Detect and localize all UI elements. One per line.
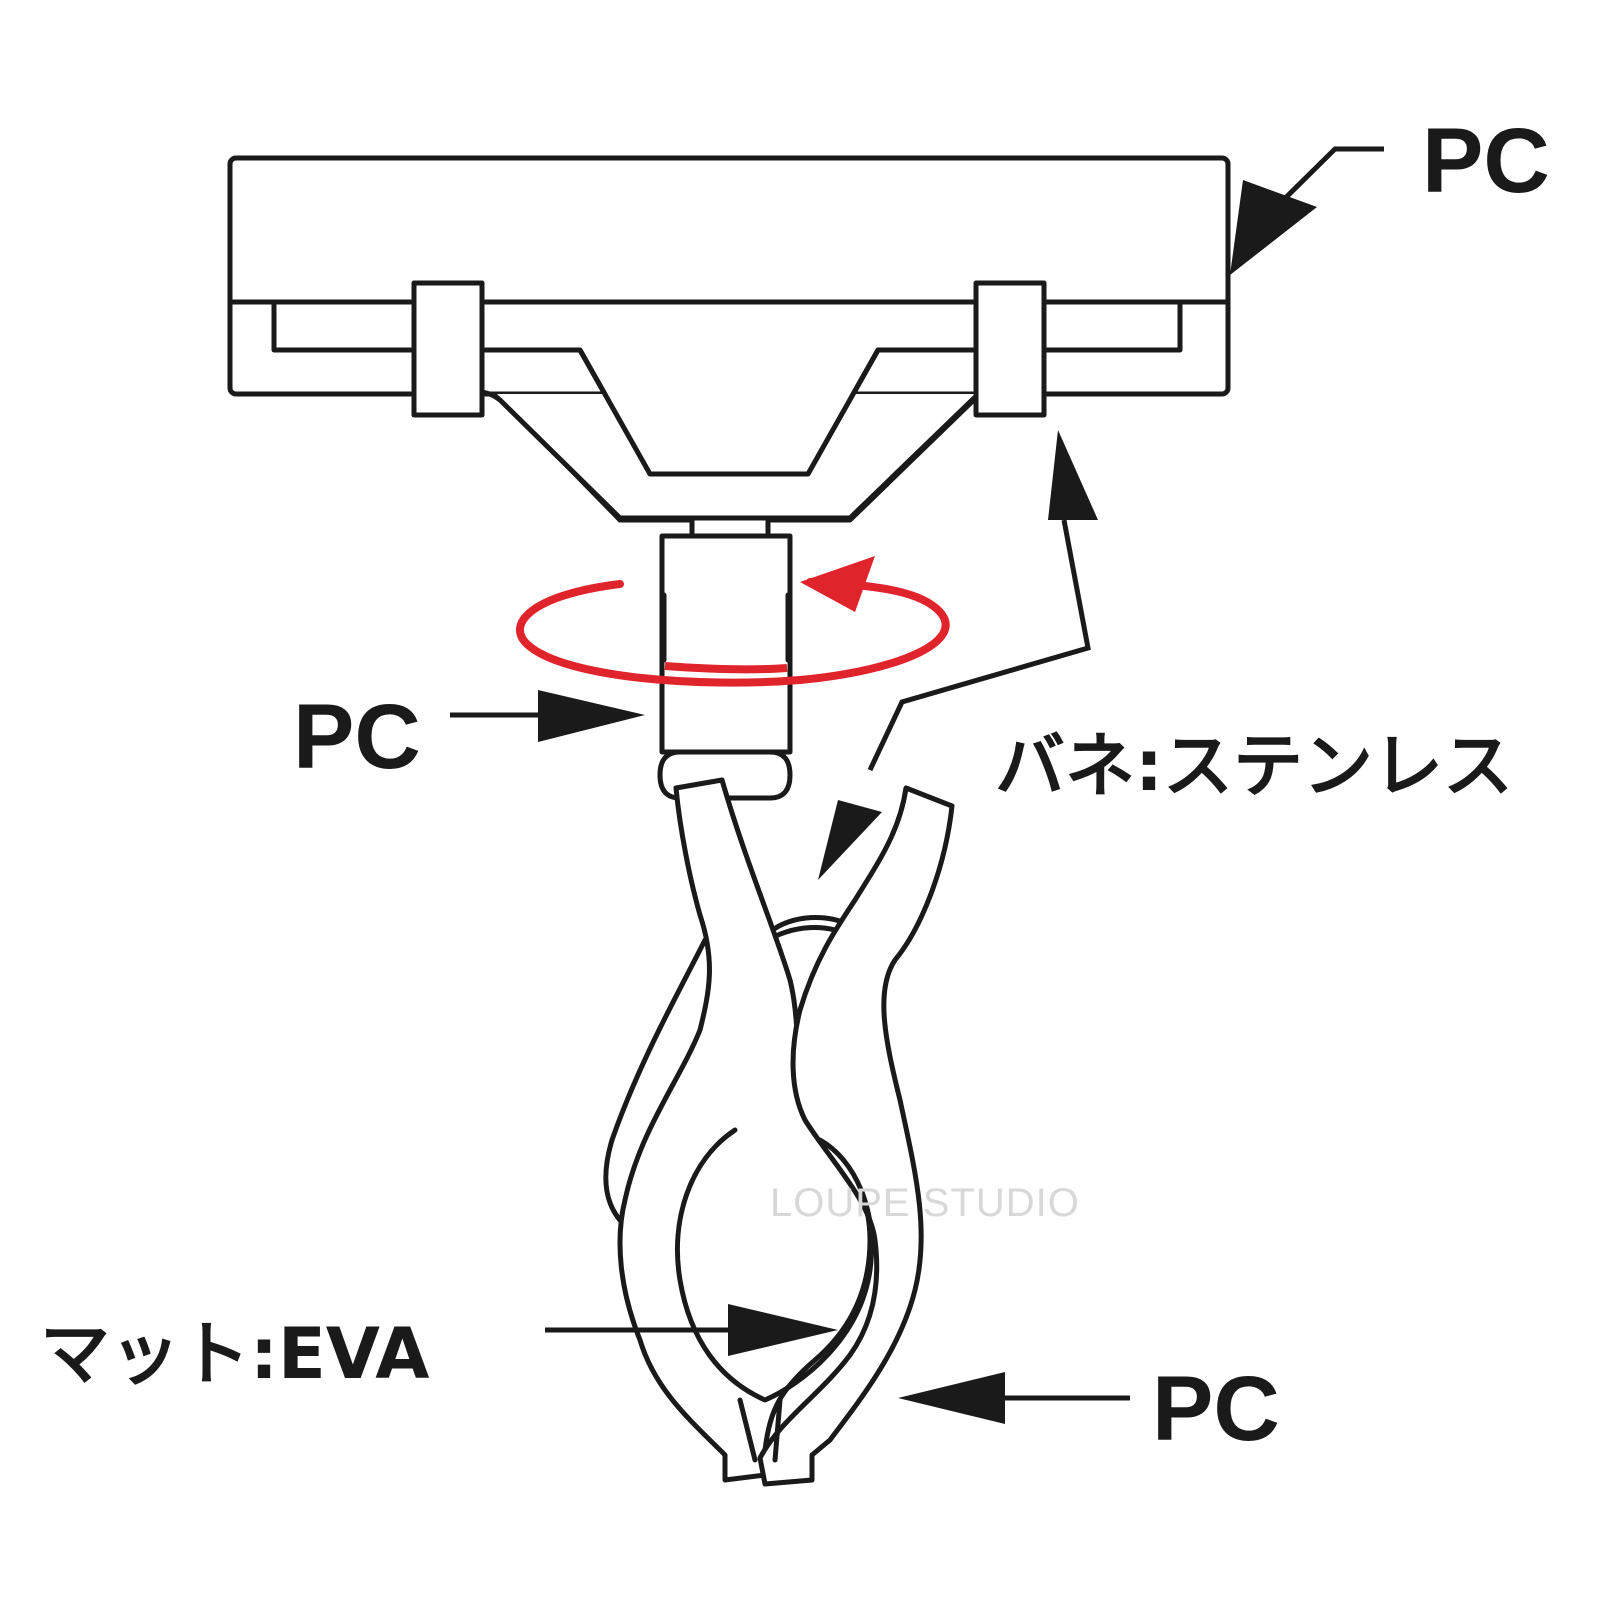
rotation-arc <box>516 578 950 687</box>
leader-swivel <box>450 690 645 742</box>
rotation-arrowhead <box>800 556 875 612</box>
holder-neck <box>497 394 976 520</box>
guide-block-left <box>411 280 485 418</box>
clip-right-arm <box>757 785 955 1487</box>
leader-swivel-head <box>538 690 645 742</box>
mat-inner <box>675 1127 875 1403</box>
leader-spring-line <box>867 519 1091 772</box>
label-mat: マット:EVA <box>40 1313 429 1395</box>
leader-clip-body-head <box>898 1372 1005 1424</box>
swivel-occluder <box>665 600 787 655</box>
label-top-right: PC <box>1422 110 1550 212</box>
rail-holder <box>227 155 1231 523</box>
swivel-collar <box>689 515 771 539</box>
clip-tip-right <box>772 1397 783 1463</box>
leader-mat-head <box>728 1304 838 1356</box>
label-spring: バネ:ステンレス <box>995 725 1513 807</box>
guide-block-right <box>973 280 1047 418</box>
leader-spring-head-top <box>1048 430 1098 520</box>
leader-top-right <box>1230 146 1384 275</box>
clip <box>603 777 955 1487</box>
label-swivel: PC <box>293 686 421 788</box>
clip-back-jaw <box>603 937 708 1233</box>
leader-spring-head-bottom <box>818 800 882 880</box>
watermark: LOUPE STUDIO <box>770 1181 1080 1225</box>
swivel-joint <box>657 515 793 801</box>
rotation-arrow <box>516 556 950 687</box>
leader-clip-body <box>898 1372 1130 1424</box>
rotation-arc-front <box>664 662 788 674</box>
clip-tip-left <box>737 1397 758 1463</box>
label-clip-body: PC <box>1152 1358 1280 1460</box>
leader-spring <box>818 430 1098 880</box>
leader-top-right-head <box>1230 180 1317 275</box>
holder-notch <box>577 347 881 477</box>
leader-mat <box>545 1304 838 1356</box>
